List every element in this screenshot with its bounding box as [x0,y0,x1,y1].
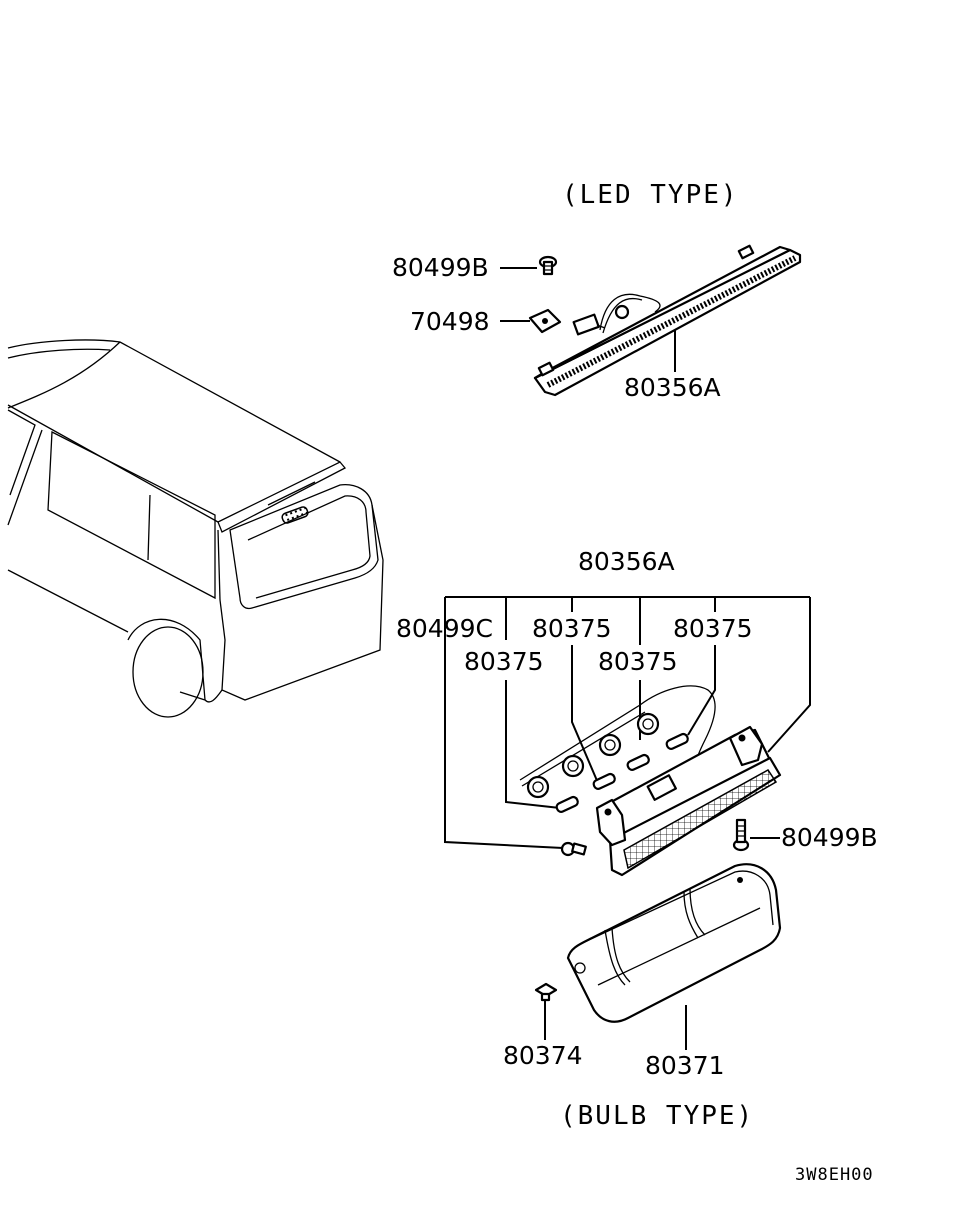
clip-80374-part [534,982,558,1002]
led-screw-part [538,255,558,276]
figure-code: 3W8EH00 [795,1165,874,1185]
label-80375-c: 80375 [464,647,544,676]
cover-80371-part [566,863,782,1023]
label-80356a-bulb: 80356A [578,547,675,576]
bulb-socket-4 [636,712,689,750]
label-80374: 80374 [503,1041,583,1070]
screw-80499b-part [732,818,750,852]
label-80371: 80371 [645,1051,725,1080]
vehicle-outline [7,339,384,718]
bulb-sockets [526,712,689,813]
bulb-lamp-housing [519,685,782,877]
screw-80499c-part [560,841,587,857]
bulb-socket-1 [526,775,579,813]
label-80499b-led: 80499B [392,253,489,282]
bulb-type-title: (BULB TYPE) [560,1101,754,1131]
leader-lines-bulb [444,596,811,1050]
label-80375-a: 80375 [532,614,612,643]
label-70498: 70498 [410,307,490,336]
led-lamp-assembly [533,244,802,397]
vehicle-stop-lamp [281,506,309,524]
led-nut-part [528,308,562,334]
led-type-title: (LED TYPE) [562,180,739,210]
label-80375-d: 80375 [598,647,678,676]
label-80499b-bulb: 80499B [781,823,878,852]
bulb-socket-2 [561,754,616,790]
label-80356a-led: 80356A [624,373,721,402]
label-80375-b: 80375 [673,614,753,643]
bulb-socket-3 [598,733,650,771]
